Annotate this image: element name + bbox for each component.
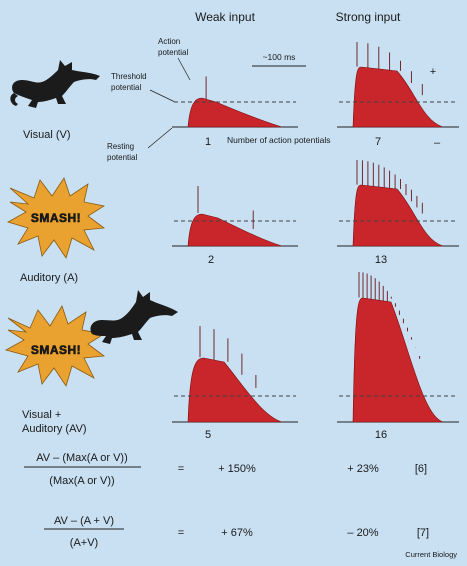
formula-2-denominator: (A+V) (70, 537, 98, 549)
formula-1-weak-value: + 150% (218, 463, 256, 475)
formula-1-equals: = (178, 463, 184, 475)
label-threshold-2: potential (111, 83, 141, 92)
pointer-action-potential (177, 57, 191, 81)
formula-1-denominator: (Max(A or V)) (49, 475, 114, 487)
label-action-potential-1: Action (158, 37, 180, 46)
membrane-depolarization (187, 213, 283, 247)
membrane-depolarization (187, 357, 283, 423)
membrane-depolarization (352, 297, 444, 423)
formula-1-numerator: AV – (Max(A or V)) (36, 452, 127, 464)
trace-auditory-strong (337, 160, 459, 247)
minus-sign: – (434, 137, 441, 149)
label-action-potential-2: potential (158, 48, 188, 57)
trace-visual-weak (172, 76, 298, 128)
label-resting-1: Resting (107, 142, 134, 151)
trace-av-strong (337, 272, 459, 423)
formula-additive-enhancement: AV – (A + V) (A+V) = + 67% – 20% [7] (44, 515, 429, 549)
trace-visual-strong (337, 42, 459, 128)
plus-sign: + (430, 66, 436, 78)
count-auditory-strong: 13 (375, 254, 387, 266)
pointer-threshold (149, 89, 176, 103)
trace-av-weak (172, 326, 298, 423)
count-visual-strong: 7 (375, 136, 381, 148)
trace-auditory-weak (172, 186, 298, 247)
footer-credit: Current Biology (405, 550, 457, 559)
label-visual-plus: Visual + (22, 409, 61, 421)
label-visual: Visual (V) (23, 129, 70, 141)
label-resting-2: potential (107, 153, 137, 162)
count-auditory-weak: 2 (208, 254, 214, 266)
label-threshold-1: Threshold (111, 72, 147, 81)
count-av-weak: 5 (205, 429, 211, 441)
formula-2-weak-value: + 67% (221, 527, 253, 539)
scale-bar-label: ~100 ms (263, 52, 296, 62)
formula-2-reference: [7] (417, 527, 429, 539)
label-auditory-av: Auditory (AV) (22, 423, 87, 435)
cat-icon (10, 60, 100, 108)
formula-2-equals: = (178, 527, 184, 539)
smash-text-av: SMASH! (31, 343, 81, 357)
count-av-strong: 16 (375, 429, 387, 441)
formula-1-strong-value: + 23% (347, 463, 379, 475)
label-auditory: Auditory (A) (20, 272, 78, 284)
pointer-resting (147, 127, 173, 149)
formula-1-reference: [6] (415, 463, 427, 475)
cat-on-burst-icon: SMASH! (4, 290, 178, 387)
count-visual-weak: 1 (205, 136, 211, 148)
header-strong-input: Strong input (336, 10, 401, 24)
smash-text-auditory: SMASH! (31, 211, 81, 225)
smash-burst-icon: SMASH! (6, 177, 106, 259)
formula-2-strong-value: – 20% (347, 527, 378, 539)
membrane-depolarization (352, 184, 444, 247)
label-number-of-action-potentials: Number of action potentials (227, 135, 330, 145)
formula-2-numerator: AV – (A + V) (54, 515, 114, 527)
formula-max-enhancement: AV – (Max(A or V)) (Max(A or V)) = + 150… (24, 452, 427, 487)
membrane-depolarization (352, 66, 444, 128)
header-weak-input: Weak input (195, 10, 255, 24)
